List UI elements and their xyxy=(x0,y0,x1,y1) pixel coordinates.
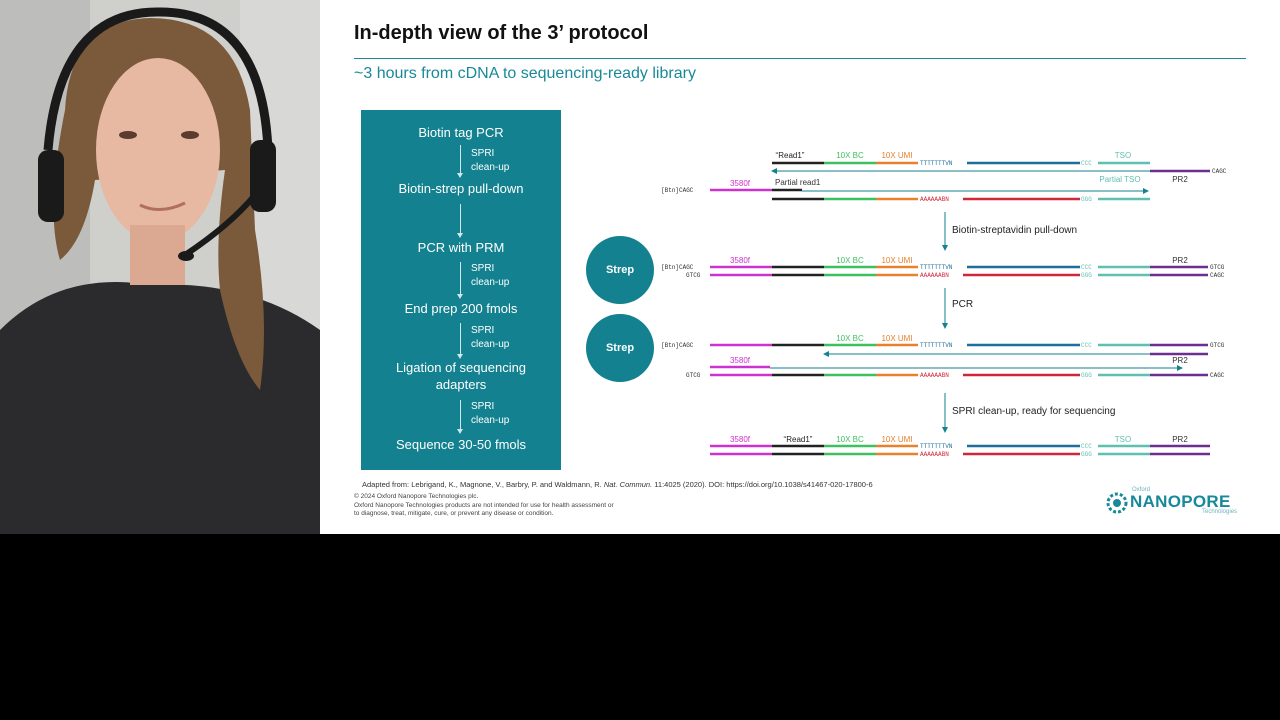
svg-text:GTCG: GTCG xyxy=(1210,342,1225,349)
svg-text:GTCG: GTCG xyxy=(1210,264,1225,271)
svg-text:[Btn]CAGC: [Btn]CAGC xyxy=(661,187,694,194)
svg-text:10X UMI: 10X UMI xyxy=(881,435,912,444)
workflow-step-pcr-prm: PCR with PRM xyxy=(417,240,505,255)
svg-text:GTCG: GTCG xyxy=(686,272,701,279)
read1-label: “Read1” xyxy=(776,151,805,160)
svg-text:3580f: 3580f xyxy=(730,356,751,365)
svg-text:TTTTTTTVN: TTTTTTTVN xyxy=(920,160,953,167)
copyright-notice: © 2024 Oxford Nanopore Technologies plc.… xyxy=(354,493,614,517)
workflow-step-sequence: Sequence 30-50 fmols xyxy=(395,437,527,452)
svg-text:10X BC: 10X BC xyxy=(836,435,864,444)
svg-text:CCC: CCC xyxy=(1081,443,1092,450)
svg-text:3580f: 3580f xyxy=(730,435,751,444)
workflow-step-end-prep: End prep 200 fmols xyxy=(404,301,518,316)
pr2-label: PR2 xyxy=(1172,175,1188,184)
svg-text:CAGC: CAGC xyxy=(1212,168,1227,175)
svg-text:PR2: PR2 xyxy=(1172,435,1188,444)
svg-text:AAAAAABN: AAAAAABN xyxy=(920,451,949,458)
svg-text:AAAAAABN: AAAAAABN xyxy=(920,272,949,279)
svg-text:PR2: PR2 xyxy=(1172,356,1188,365)
svg-text:10X BC: 10X BC xyxy=(836,256,864,265)
workflow-arrow xyxy=(457,204,463,238)
slide-subtitle: ~3 hours from cDNA to sequencing-ready l… xyxy=(354,65,696,82)
step-spri-label: SPRI clean-up, ready for sequencing xyxy=(952,406,1115,417)
svg-text:CCC: CCC xyxy=(1081,264,1092,271)
workflow-arrow xyxy=(457,323,463,359)
nanopore-logo-icon xyxy=(1106,492,1128,514)
workflow-arrow xyxy=(457,400,463,434)
step-pcr-label: PCR xyxy=(952,299,973,310)
streptavidin-bead: Strep xyxy=(586,314,654,382)
workflow-arrow xyxy=(457,145,463,178)
stage-4-final-library: 3580f “Read1” 10X BC 10X UMI TSO PR2 TTT… xyxy=(710,435,1210,458)
stage-3-construct: 10X BC 10X UMI [Btn]CAGC TTTTTTTVN CCC G… xyxy=(661,334,1225,379)
3580f-label: 3580f xyxy=(730,179,751,188)
svg-text:GGG: GGG xyxy=(1081,272,1092,279)
svg-text:AAAAAABN: AAAAAABN xyxy=(920,372,949,379)
svg-text:10X BC: 10X BC xyxy=(836,334,864,343)
svg-text:3580f: 3580f xyxy=(730,256,751,265)
citation-footnote: Adapted from: Lebrigand, K., Magnone, V.… xyxy=(362,480,873,489)
svg-text:PR2: PR2 xyxy=(1172,256,1188,265)
presenter-video-feed xyxy=(0,0,320,534)
streptavidin-bead: Strep xyxy=(586,236,654,304)
svg-text:CCC: CCC xyxy=(1081,160,1092,167)
svg-text:CAGC: CAGC xyxy=(1210,272,1225,279)
svg-text:[Btn]CAGC: [Btn]CAGC xyxy=(661,264,694,271)
umi-label: 10X UMI xyxy=(881,151,912,160)
step-pulldown-label: Biotin-streptavidin pull-down xyxy=(952,225,1077,236)
stage-1-construct: “Read1” 10X BC 10X UMI TSO TTTTTTTVN CCC… xyxy=(661,151,1227,203)
presentation-slide: In-depth view of the 3’ protocol ~3 hour… xyxy=(320,0,1280,534)
workflow-step-ligation: Ligation of sequencing adapters xyxy=(395,360,527,392)
svg-text:TSO: TSO xyxy=(1115,435,1131,444)
slide-title: In-depth view of the 3’ protocol xyxy=(354,22,649,44)
stage-2-construct: 3580f 10X BC 10X UMI PR2 [Btn]CAGC TTTTT… xyxy=(661,256,1225,279)
svg-text:GGG: GGG xyxy=(1081,196,1092,203)
partial-read1-label: Partial read1 xyxy=(775,178,821,187)
tso-label: TSO xyxy=(1115,151,1131,160)
svg-text:[Btn]CAGC: [Btn]CAGC xyxy=(661,342,694,349)
svg-text:TTTTTTTVN: TTTTTTTVN xyxy=(920,264,953,271)
partial-tso-label: Partial TSO xyxy=(1099,175,1140,184)
workflow-step-pulldown: Biotin-strep pull-down xyxy=(398,181,524,196)
bc-label: 10X BC xyxy=(836,151,864,160)
svg-text:GGG: GGG xyxy=(1081,451,1092,458)
svg-text:CAGC: CAGC xyxy=(1210,372,1225,379)
svg-text:TTTTTTTVN: TTTTTTTVN xyxy=(920,443,953,450)
svg-text:“Read1”: “Read1” xyxy=(784,435,813,444)
workflow-step-biotin-tag-pcr: Biotin tag PCR xyxy=(418,125,504,140)
svg-text:10X UMI: 10X UMI xyxy=(881,334,912,343)
workflow-arrow xyxy=(457,262,463,299)
svg-text:CCC: CCC xyxy=(1081,342,1092,349)
nanopore-logo: Oxford NANOPORE Technologies xyxy=(1102,487,1252,519)
library-construction-diagram: “Read1” 10X BC 10X UMI TSO TTTTTTTVN CCC… xyxy=(661,151,1227,458)
svg-text:AAAAAABN: AAAAAABN xyxy=(920,196,949,203)
title-divider xyxy=(354,58,1246,59)
svg-text:10X UMI: 10X UMI xyxy=(881,256,912,265)
svg-text:GTCG: GTCG xyxy=(686,372,701,379)
svg-text:GGG: GGG xyxy=(1081,372,1092,379)
webcam-video xyxy=(0,0,320,534)
svg-text:TTTTTTTVN: TTTTTTTVN xyxy=(920,342,953,349)
